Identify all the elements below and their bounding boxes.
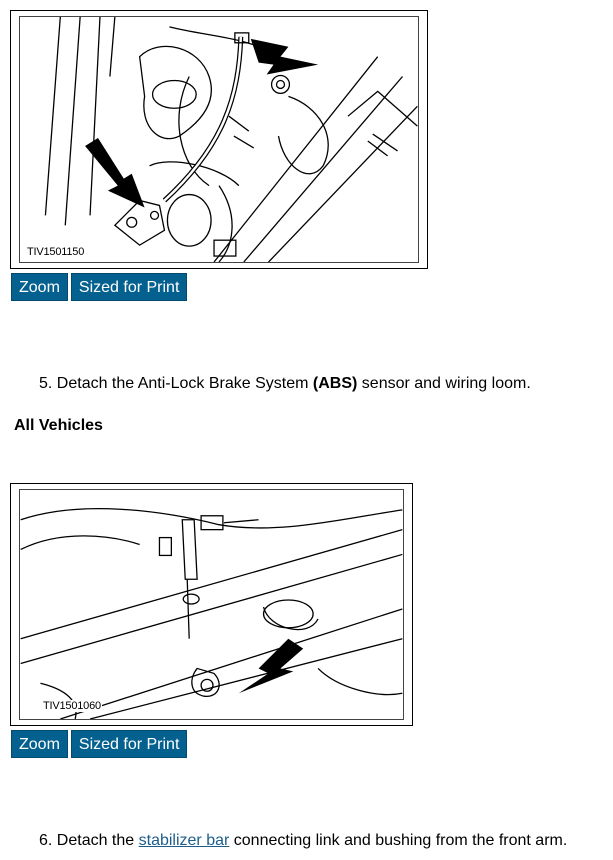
arrow-indicator-left: [85, 138, 145, 208]
figure-code: TIV1501060: [42, 700, 102, 712]
zoom-button[interactable]: Zoom: [11, 730, 68, 758]
stabilizer-link-illustration: [20, 507, 403, 719]
figure-abs-sensor-actions: Zoom Sized for Print: [11, 273, 188, 301]
step-6-prefix: 6. Detach the: [39, 832, 139, 849]
abs-sensor-illustration: [44, 17, 418, 262]
section-heading: All Vehicles: [14, 417, 103, 434]
sized-for-print-button[interactable]: Sized for Print: [70, 730, 188, 758]
figure-abs-sensor: TIV1501150: [10, 10, 428, 269]
step-5-prefix: 5. Detach the Anti-Lock Brake System: [39, 375, 313, 392]
stabilizer-bar-link[interactable]: stabilizer bar: [138, 832, 230, 849]
step-6-suffix: connecting link and bushing from the fro…: [229, 832, 568, 849]
sized-for-print-button[interactable]: Sized for Print: [70, 273, 188, 301]
arrow-indicator: [238, 638, 304, 694]
figure-stabilizer-link-actions: Zoom Sized for Print: [11, 730, 188, 758]
step-5-suffix: sensor and wiring loom.: [357, 375, 531, 392]
figure-abs-sensor-frame: TIV1501150: [19, 16, 419, 263]
step-5-abbrev: (ABS): [312, 375, 358, 392]
step-5: 5. Detach the Anti-Lock Brake System (AB…: [39, 374, 531, 394]
figure-stabilizer-link-frame: TIV1501060: [19, 489, 404, 720]
step-6: 6. Detach the stabilizer bar connecting …: [39, 831, 567, 851]
figure-code: TIV1501150: [26, 246, 86, 258]
figure-stabilizer-link: TIV1501060: [10, 483, 413, 726]
zoom-button[interactable]: Zoom: [11, 273, 68, 301]
arrow-indicator-top: [250, 38, 319, 75]
